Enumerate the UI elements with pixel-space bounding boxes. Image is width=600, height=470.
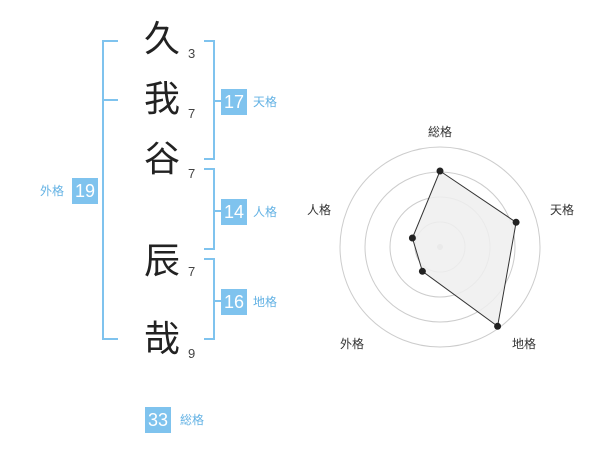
jinkaku-bracket (204, 168, 215, 250)
jinkaku-label: 人格 (253, 205, 278, 219)
stroke-count-3: 7 (188, 166, 196, 181)
stroke-count-5: 9 (188, 346, 196, 361)
soukaku-label: 総格 (180, 413, 205, 427)
name-char-5: 哉 (143, 319, 180, 360)
tenkaku-value: 17 (221, 89, 248, 115)
chikaku-bracket (204, 258, 215, 340)
radar-point-5 (408, 234, 416, 242)
radar-polygon (411, 170, 517, 328)
radar-point-3 (494, 322, 502, 330)
name-char-4: 辰 (143, 241, 180, 282)
name-char-1: 久 (143, 19, 180, 60)
chikaku-value: 16 (221, 289, 248, 315)
radar-axis-label-soukaku: 総格 (428, 125, 453, 139)
soukaku-value: 33 (145, 407, 172, 433)
stroke-count-1: 3 (188, 46, 196, 61)
radar-axis-label-tenkaku: 天格 (550, 203, 575, 217)
gaikaku-label: 外格 (40, 184, 65, 198)
chikaku-label: 地格 (253, 295, 278, 309)
radar-point-2 (512, 218, 520, 226)
gaikaku-bracket (102, 40, 118, 340)
gaikaku-value: 19 (72, 178, 99, 204)
radar-ring-4 (339, 146, 541, 348)
radar-axis-label-gaikaku: 外格 (340, 337, 365, 351)
name-char-2: 我 (143, 79, 180, 120)
jinkaku-value: 14 (221, 199, 248, 225)
radar-axis-label-chikaku: 地格 (512, 337, 537, 351)
radar-axis-label-jinkaku: 人格 (307, 203, 332, 217)
radar-point-1 (436, 167, 444, 175)
stroke-count-4: 7 (188, 264, 196, 279)
radar-point-4 (418, 267, 426, 275)
stroke-count-2: 7 (188, 106, 196, 121)
name-char-3: 谷 (143, 139, 180, 180)
tenkaku-label: 天格 (253, 95, 278, 109)
